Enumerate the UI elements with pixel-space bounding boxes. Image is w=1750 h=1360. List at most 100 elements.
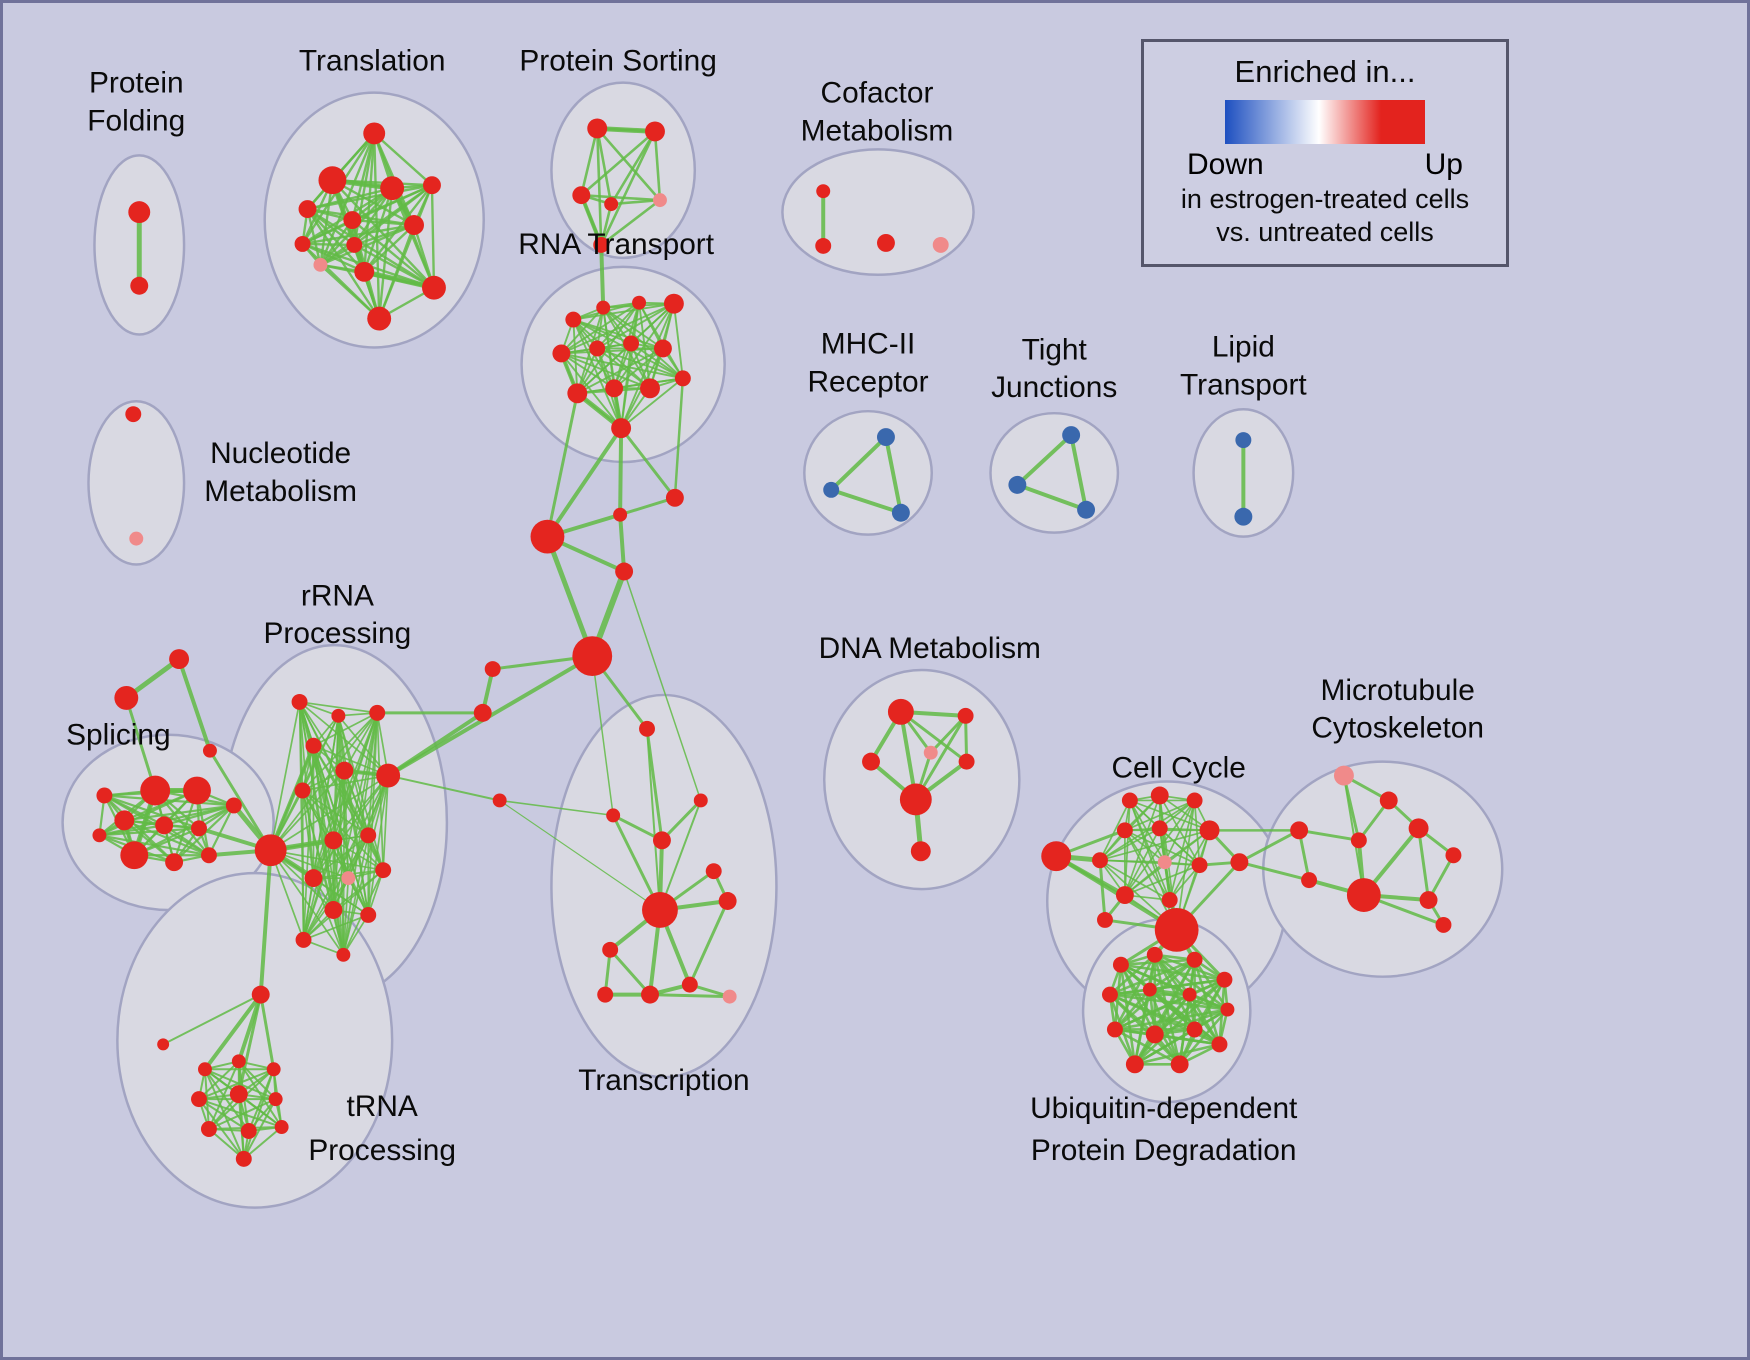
gene-set-node bbox=[369, 704, 386, 721]
edge bbox=[301, 223, 416, 246]
edge bbox=[609, 198, 662, 206]
gene-set-node bbox=[641, 985, 659, 1004]
gene-set-node bbox=[331, 708, 346, 723]
edge bbox=[312, 744, 390, 777]
edge bbox=[237, 1060, 283, 1129]
gene-set-node bbox=[341, 871, 356, 886]
gene-set-node bbox=[653, 339, 672, 358]
legend-title: Enriched in... bbox=[1234, 54, 1416, 89]
edge bbox=[576, 342, 633, 395]
edge bbox=[576, 347, 664, 395]
edge bbox=[602, 306, 684, 380]
edge bbox=[560, 306, 605, 355]
edge bbox=[103, 794, 176, 864]
gene-set-node bbox=[298, 200, 317, 219]
gene-set-node bbox=[1097, 911, 1113, 928]
edge bbox=[312, 712, 379, 747]
gene-set-node bbox=[200, 847, 217, 864]
edge bbox=[914, 714, 968, 801]
gene-set-node bbox=[343, 211, 362, 229]
gene-set-node bbox=[294, 235, 311, 252]
gene-set-node bbox=[1077, 500, 1096, 519]
gene-set-node bbox=[645, 121, 665, 142]
gene-set-node bbox=[1333, 765, 1354, 786]
gene-set-node bbox=[225, 797, 242, 814]
gene-set-node bbox=[423, 176, 441, 195]
cluster-label-rna-transport: RNA Transport bbox=[518, 228, 715, 261]
edge bbox=[545, 391, 579, 539]
edge bbox=[618, 512, 627, 574]
gene-set-node bbox=[887, 698, 914, 725]
nodes-layer bbox=[92, 118, 1462, 1167]
edge bbox=[1099, 859, 1171, 901]
cluster-label-mhc-ii-receptor: MHC-II bbox=[821, 327, 916, 360]
edge bbox=[499, 799, 661, 911]
edge bbox=[103, 794, 201, 830]
legend-gradient-bar bbox=[1225, 100, 1425, 144]
edge bbox=[301, 789, 305, 941]
gene-set-node bbox=[611, 418, 632, 439]
gene-set-node bbox=[360, 827, 377, 844]
edge bbox=[301, 774, 390, 792]
edge bbox=[342, 712, 379, 956]
gene-set-node bbox=[597, 986, 614, 1003]
legend-down-label: Down bbox=[1187, 148, 1264, 181]
edge bbox=[1099, 829, 1211, 862]
gene-set-node bbox=[1186, 792, 1203, 809]
edge bbox=[301, 789, 370, 837]
edge bbox=[207, 804, 235, 857]
gene-set-node bbox=[375, 862, 392, 879]
edge bbox=[560, 302, 675, 355]
gene-set-node bbox=[157, 1038, 170, 1051]
gene-set-node bbox=[876, 428, 895, 447]
gene-set-node bbox=[404, 215, 424, 235]
edge bbox=[673, 377, 685, 500]
gene-set-node bbox=[613, 507, 628, 522]
gene-set-node bbox=[96, 787, 113, 804]
edge bbox=[197, 1060, 240, 1101]
gene-set-node bbox=[1445, 847, 1462, 864]
gene-set-node bbox=[1346, 878, 1381, 912]
edge bbox=[883, 435, 903, 515]
edge bbox=[1108, 993, 1229, 1011]
gene-set-node bbox=[304, 869, 323, 888]
gene-set-node bbox=[129, 531, 144, 546]
edge bbox=[1148, 978, 1226, 991]
gene-set-node bbox=[191, 820, 207, 837]
legend-updown-row: Down Up bbox=[1187, 148, 1463, 182]
gene-set-node bbox=[1146, 946, 1163, 963]
edge bbox=[301, 789, 385, 872]
edge bbox=[207, 1098, 277, 1131]
cluster-label-cofactor-metabolism: Cofactor bbox=[821, 77, 934, 110]
edge bbox=[124, 696, 157, 793]
edge bbox=[595, 127, 662, 202]
edge bbox=[658, 799, 702, 911]
gene-set-node bbox=[130, 276, 149, 295]
gene-set-node bbox=[114, 810, 135, 831]
gene-set-node bbox=[623, 335, 640, 352]
gene-set-node bbox=[1142, 982, 1157, 997]
edge bbox=[1124, 829, 1166, 864]
gene-set-node bbox=[114, 685, 139, 710]
edge bbox=[1188, 993, 1221, 1046]
edge bbox=[197, 1068, 275, 1101]
gene-set-node bbox=[705, 863, 722, 880]
edge bbox=[133, 804, 235, 857]
edge bbox=[319, 183, 434, 267]
gene-set-node bbox=[202, 743, 217, 758]
gene-set-node bbox=[552, 344, 571, 363]
edge bbox=[98, 834, 211, 857]
edge bbox=[618, 426, 624, 517]
gene-set-node bbox=[1150, 786, 1169, 805]
gene-set-node bbox=[1116, 822, 1133, 839]
edge bbox=[98, 827, 201, 837]
edge bbox=[1133, 1043, 1221, 1066]
gene-set-node bbox=[380, 176, 405, 201]
edge bbox=[1124, 799, 1196, 832]
gene-set-node bbox=[324, 831, 343, 850]
gene-set-node bbox=[235, 1150, 252, 1167]
edge bbox=[386, 710, 485, 778]
edge bbox=[269, 849, 345, 956]
cluster-label-protein-folding: Folding bbox=[87, 104, 185, 137]
